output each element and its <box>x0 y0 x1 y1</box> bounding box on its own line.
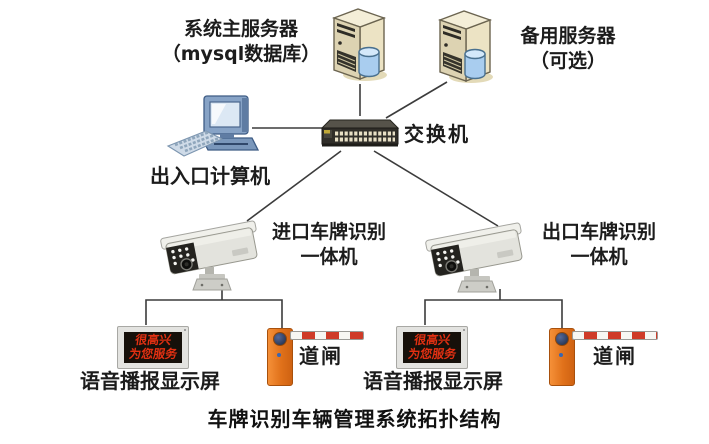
barrier-gate-icon <box>267 328 293 386</box>
led-text-line1: 很高兴 <box>413 332 452 347</box>
backup-server-label-line2: （可选） <box>529 49 606 72</box>
led-screen: 很高兴 为您服务 <box>124 332 182 363</box>
network-switch-icon <box>320 119 400 147</box>
barrier-arm-icon <box>572 331 658 340</box>
exit-camera-label-line1: 出口车牌识别 <box>541 221 656 243</box>
link-switch-exit-camera <box>373 150 499 227</box>
exit-camera-label-line2: 一体机 <box>570 245 628 268</box>
entrance-computer-label: 出入口计算机 <box>150 164 270 188</box>
led-text-line2: 为您服务 <box>128 346 179 361</box>
exit-display-label: 语音播报显示屏 <box>363 369 503 393</box>
link-switch-entry-camera <box>246 150 342 222</box>
barrier-arm-icon <box>290 331 364 340</box>
link-entry-camera-devices <box>145 288 283 328</box>
entry-display-label: 语音播报显示屏 <box>80 369 220 393</box>
led-display-icon: 很高兴 为您服务 <box>396 326 468 369</box>
entry-camera-label-line1: 进口车牌识别 <box>271 221 386 243</box>
barrier-dome <box>555 332 569 346</box>
exit-barrier-label: 道闸 <box>593 344 637 368</box>
exit-camera-label: 出口车牌识别 一体机 <box>530 220 668 269</box>
diagram-caption: 车牌识别车辆管理系统拓扑结构 <box>207 407 502 431</box>
led-display-icon: 很高兴 为您服务 <box>117 326 189 369</box>
backup-server-label: 备用服务器 （可选） <box>498 24 638 73</box>
barrier-dome <box>273 332 287 346</box>
desktop-computer-icon <box>166 95 260 157</box>
led-text-line2: 为您服务 <box>407 346 458 361</box>
link-backup-server-switch <box>385 81 448 119</box>
lpr-camera-icon <box>160 220 258 291</box>
barrier-gate-icon <box>549 328 575 386</box>
lpr-camera-icon <box>425 222 523 293</box>
led-text-line1: 很高兴 <box>134 332 173 347</box>
main-server-label-line1: 系统主服务器 <box>183 18 298 40</box>
server-database-icon <box>437 10 493 83</box>
main-server-label: 系统主服务器 （mysql数据库） <box>152 17 330 66</box>
barrier-indicator <box>277 353 281 357</box>
backup-server-label-line1: 备用服务器 <box>520 25 616 47</box>
entry-barrier-label: 道闸 <box>299 344 343 368</box>
switch-label: 交换机 <box>404 122 470 146</box>
barrier-indicator <box>559 353 563 357</box>
main-server-label-line2: （mysql数据库） <box>161 42 321 65</box>
led-screen: 很高兴 为您服务 <box>403 332 461 363</box>
server-database-icon <box>331 8 387 81</box>
link-exit-camera-devices <box>424 289 563 328</box>
entry-camera-label-line2: 一体机 <box>300 245 358 268</box>
entry-camera-label: 进口车牌识别 一体机 <box>260 220 398 269</box>
